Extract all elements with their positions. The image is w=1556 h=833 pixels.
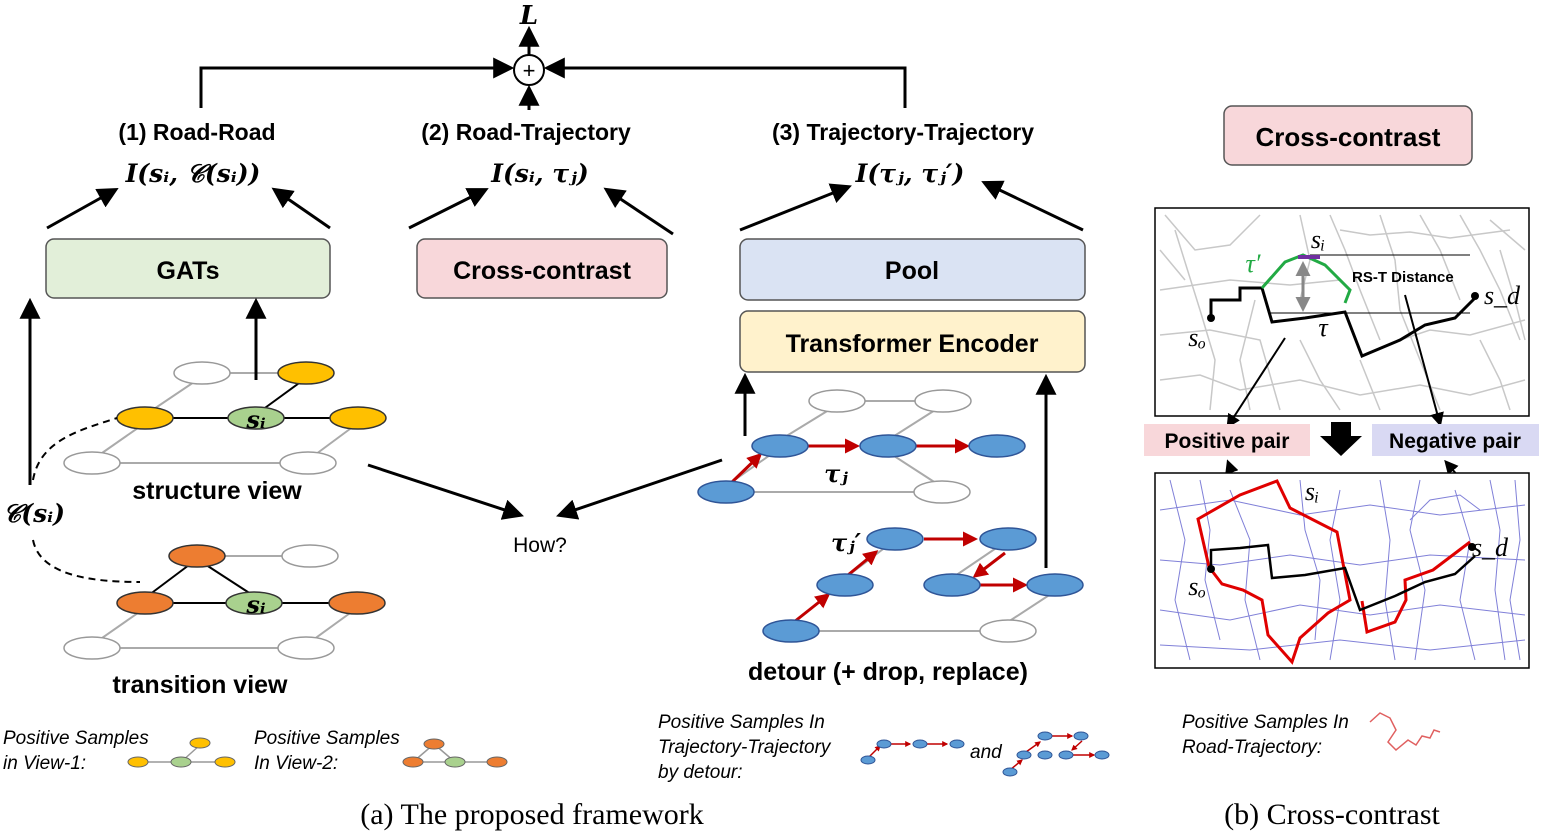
arrow-cross-left [408, 188, 489, 230]
arrow-pool-right [981, 180, 1084, 232]
context-dashed-link-bottom [32, 539, 141, 583]
origin-dot-bottom [1207, 565, 1215, 573]
route-tau-prime [1260, 253, 1352, 304]
context-dashed-link-top [32, 417, 118, 481]
structure-view-graph [63, 361, 387, 475]
road-road-to-sum [199, 57, 515, 108]
cross-contrast-label: Cross-contrast [453, 257, 631, 285]
tau-map-label: τ [1318, 313, 1329, 342]
sum-plus: + [523, 58, 536, 83]
panel-b-title: Cross-contrast [1256, 122, 1441, 152]
legend-traj-mini-graph [860, 739, 965, 765]
si-map-label-top: sᵢ [1311, 225, 1325, 254]
caption-a: (a) The proposed framework [360, 798, 703, 831]
pool-box [739, 238, 1086, 301]
dest-dot-top [1471, 292, 1479, 300]
transition-view-label: transition view [112, 671, 288, 699]
legend-view2-mini-graph [402, 738, 508, 768]
route-tau [1209, 286, 1477, 358]
objective-road-road-title: (1) Road-Road [118, 119, 275, 145]
gats-box [45, 238, 331, 299]
loss-label: L [519, 1, 538, 31]
route-tau-bottom [1209, 543, 1476, 612]
objective-road-traj-formula: I(sᵢ, τⱼ) [490, 159, 588, 188]
legend-view2-line2: In View-2: [254, 753, 338, 774]
legend-road-traj-line2: Road-Trajectory: [1182, 737, 1322, 758]
legend-road-traj-mini-path [1369, 712, 1441, 752]
objective-traj-traj-formula: I(τⱼ, τⱼ′) [855, 159, 965, 188]
dest-dot-bottom [1468, 543, 1476, 551]
objective-road-road-formula: I(sᵢ, 𝒞(sᵢ)) [125, 159, 261, 188]
legend-traj-line3: by detour: [658, 762, 743, 783]
positive-pair-bg [1144, 424, 1310, 456]
tau-prime-map-label: τ′ [1246, 249, 1261, 278]
negative-pair-label: Negative pair [1389, 430, 1521, 453]
panel-b-title-box [1223, 105, 1473, 166]
transition-node-label: sᵢ [245, 590, 266, 619]
transition-view-graph [63, 544, 386, 660]
structure-node-label: sᵢ [245, 405, 266, 434]
origin-dot-top [1207, 314, 1215, 322]
arrow-pool-left [739, 183, 852, 232]
traj-traj-to-sum [543, 57, 907, 108]
legend-traj-line1: Positive Samples In [658, 712, 825, 733]
trajectory-graph [697, 389, 1026, 504]
so-map-label-top: sₒ [1188, 323, 1206, 352]
so-map-label-bottom: sₒ [1188, 572, 1206, 601]
structure-view-label: structure view [132, 477, 302, 505]
legend-view2-line1: Positive Samples [254, 728, 400, 749]
map-bottom [1154, 472, 1530, 669]
si-map-label-bottom: sᵢ [1305, 477, 1319, 506]
tau-j-prime-label: τⱼ′ [831, 528, 862, 557]
objective-traj-traj-title: (3) Trajectory-Trajectory [772, 119, 1034, 145]
legend-view1-line1: Positive Samples [3, 728, 149, 749]
positive-pair-label: Positive pair [1165, 430, 1290, 453]
legend-traj-line2: Trajectory-Trajectory [658, 737, 832, 758]
legend-view1-line2: in View-1: [3, 753, 86, 774]
structure-to-how-arrow [367, 463, 524, 520]
tau-j-label: τⱼ [824, 459, 848, 488]
big-down-arrow [1320, 422, 1362, 456]
pool-label: Pool [885, 257, 939, 285]
arrow-gats-left [46, 187, 119, 230]
arrow-cross-right [603, 187, 674, 236]
sd-map-label-top: s_d [1484, 281, 1521, 310]
gats-label: GATs [157, 257, 220, 285]
negative-loop-right [1360, 540, 1471, 635]
rst-distance-label: RS-T Distance [1352, 269, 1454, 286]
detour-label: detour (+ drop, replace) [748, 658, 1028, 686]
transformer-label: Transformer Encoder [786, 330, 1039, 358]
how-label: How? [513, 534, 567, 557]
legend-and: and [970, 742, 1003, 763]
arrow-gats-right [271, 187, 331, 230]
legend-detour-mini-graph [1002, 731, 1110, 777]
context-label: 𝒞(sᵢ) [3, 499, 65, 528]
legend-road-traj-line1: Positive Samples In [1182, 712, 1349, 733]
negative-pair-arrow [1404, 294, 1444, 427]
sd-map-label-bottom: s_d [1472, 533, 1509, 562]
transformer-box [739, 310, 1086, 373]
caption-b: (b) Cross-contrast [1224, 798, 1440, 831]
traj-to-how-arrow [556, 458, 723, 520]
objective-road-traj-title: (2) Road-Trajectory [421, 119, 631, 145]
detour-graph [762, 527, 1084, 643]
negative-pair-bg [1372, 424, 1539, 456]
legend-view1-mini-graph [127, 737, 236, 768]
negative-loop [1196, 479, 1352, 665]
cross-contrast-box [416, 238, 668, 299]
positive-pair-arrow [1226, 337, 1286, 429]
